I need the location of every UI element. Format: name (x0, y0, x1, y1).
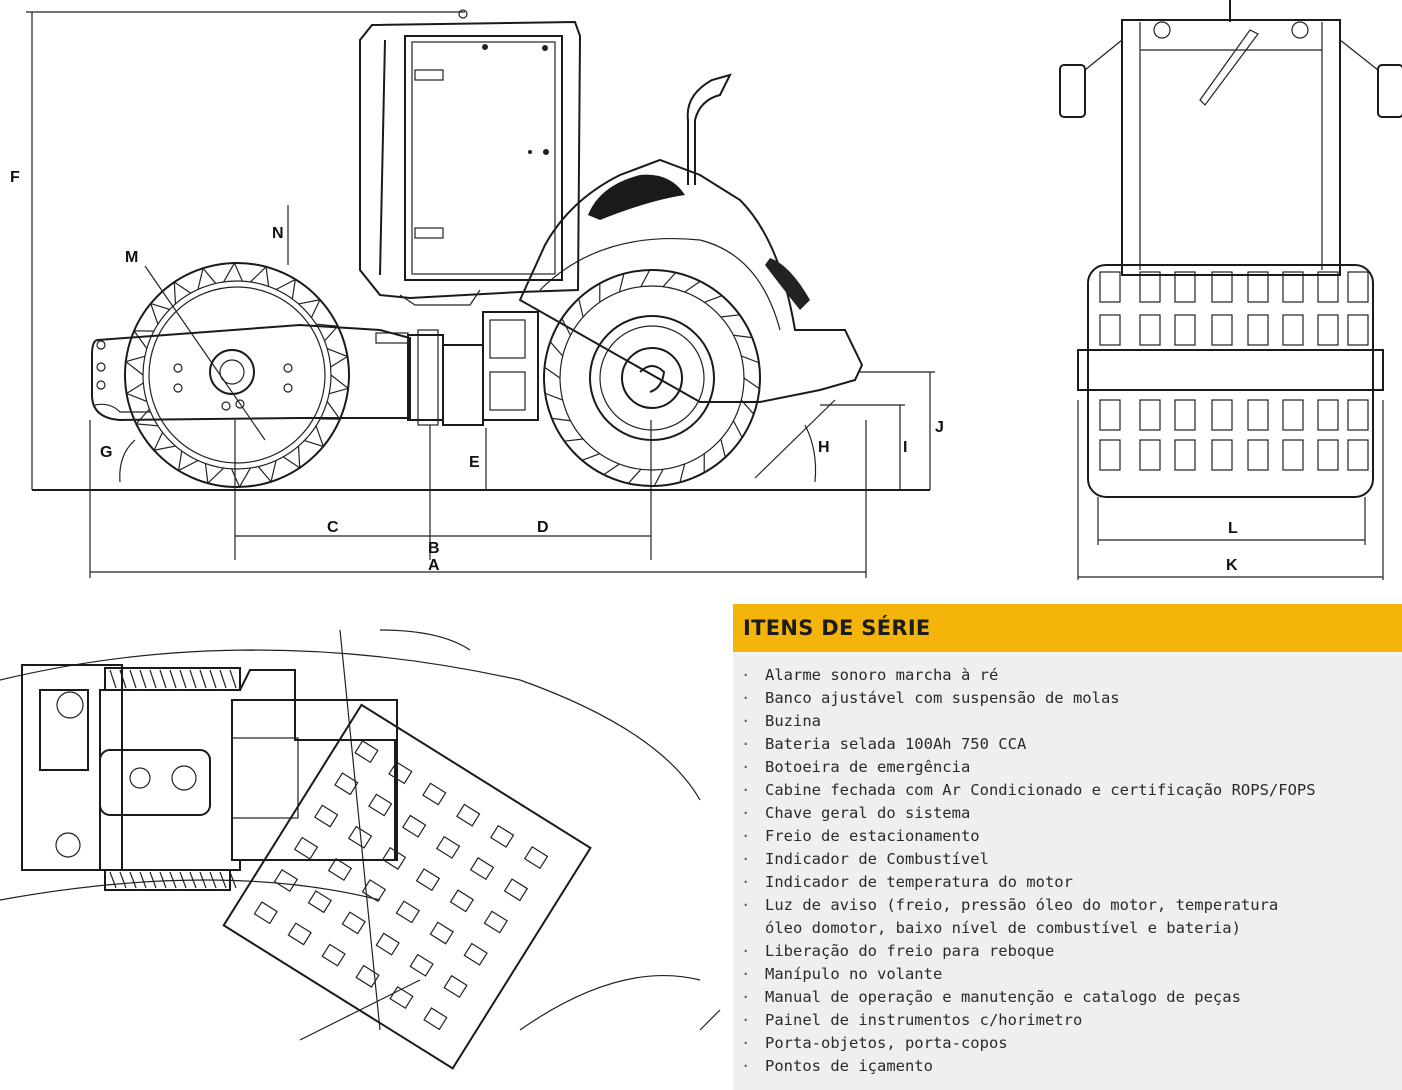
bullet-icon: · (741, 1011, 751, 1029)
list-item-text: Botoeira de emergência (765, 758, 971, 776)
list-item-text: Indicador de temperatura do motor (765, 873, 1073, 891)
bullet-icon: · (741, 873, 751, 891)
list-item-text: Manual de operação e manutenção e catalo… (765, 988, 1241, 1006)
list-item-text: Bateria selada 100Ah 750 CCA (765, 735, 1027, 753)
list-item-text: Painel de instrumentos c/horimetro (765, 1011, 1083, 1029)
list-item-text: Freio de estacionamento (765, 827, 980, 845)
drum-icon (124, 261, 350, 489)
list-item: · Banco ajustável com suspensão de molas (741, 687, 1402, 710)
list-item: · Pontos de içamento (741, 1055, 1402, 1078)
list-item: · Freio de estacionamento (741, 825, 1402, 848)
list-item-text: Porta-objetos, porta-copos (765, 1034, 1008, 1052)
list-item: · Manual de operação e manutenção e catal… (741, 986, 1402, 1009)
list-item: · Bateria selada 100Ah 750 CCA (741, 733, 1402, 756)
list-item-text: Manípulo no volante (765, 965, 943, 983)
bullet-icon: · (741, 735, 751, 753)
list-item: · Porta-objetos, porta-copos (741, 1032, 1402, 1055)
bullet-icon: · (741, 942, 751, 960)
bullet-icon: · (741, 666, 751, 684)
panel-header: ITENS DE SÉRIE (733, 604, 1402, 652)
top-view-turning-drawing (0, 629, 721, 1070)
dimension-label-j: J (935, 419, 944, 436)
dimension-label-c: C (327, 519, 339, 536)
bullet-icon: · (741, 965, 751, 983)
bullet-icon: · (741, 804, 751, 822)
standard-items-panel: ITENS DE SÉRIE · Alarme sonoro marcha à r… (733, 604, 1402, 1090)
list-item-text: Cabine fechada com Ar Condicionado e cer… (765, 781, 1316, 799)
list-item-text: Pontos de içamento (765, 1057, 933, 1075)
bullet-icon: · (741, 712, 751, 730)
list-item: · Luz de aviso (freio, pressão óleo do mo… (741, 894, 1402, 940)
bullet-icon: · (741, 827, 751, 845)
dimension-label-n: N (272, 225, 284, 242)
front-view-drawing: L K (1059, 0, 1402, 580)
list-item-text: Buzina (765, 712, 821, 730)
list-item: · Cabine fechada com Ar Condicionado e ce… (741, 779, 1402, 802)
list-item: · Botoeira de emergência (741, 756, 1402, 779)
bullet-icon: · (741, 781, 751, 799)
bullet-icon: · (741, 850, 751, 868)
dimension-label-l: L (1228, 520, 1238, 537)
dimension-label-g: G (100, 444, 112, 461)
bullet-icon: · (741, 896, 751, 914)
dimension-label-a: A (428, 557, 440, 574)
list-item-text: Alarme sonoro marcha à ré (765, 666, 999, 684)
bullet-icon: · (741, 988, 751, 1006)
side-view-drawing: F M N G E H I J C D B A (10, 9, 944, 578)
dimension-label-e: E (469, 454, 480, 471)
dimension-label-h: H (818, 439, 830, 456)
standard-items-list: · Alarme sonoro marcha à ré · Banco ajustáv… (733, 652, 1402, 1078)
list-item-text: Liberação do freio para reboque (765, 942, 1055, 960)
dimension-label-d: D (537, 519, 549, 536)
bullet-icon: · (741, 758, 751, 776)
list-item: · Indicador de temperatura do motor (741, 871, 1402, 894)
list-item: · Indicador de Combustível (741, 848, 1402, 871)
dimension-label-b: B (428, 540, 440, 557)
bullet-icon: · (741, 1034, 751, 1052)
bullet-icon: · (741, 1057, 751, 1075)
list-item-text: Luz de aviso (freio, pressão óleo do mot… (765, 896, 1279, 937)
list-item-text: Indicador de Combustível (765, 850, 989, 868)
list-item: · Painel de instrumentos c/horimetro (741, 1009, 1402, 1032)
list-item: · Manípulo no volante (741, 963, 1402, 986)
bullet-icon: · (741, 689, 751, 707)
dimension-label-f: F (10, 169, 20, 186)
list-item: · Chave geral do sistema (741, 802, 1402, 825)
panel-title: ITENS DE SÉRIE (743, 616, 931, 640)
list-item: · Alarme sonoro marcha à ré (741, 664, 1402, 687)
list-item-text: Chave geral do sistema (765, 804, 971, 822)
list-item: · Buzina (741, 710, 1402, 733)
dimension-label-i: I (903, 439, 907, 456)
list-item-text: Banco ajustável com suspensão de molas (765, 689, 1120, 707)
rear-wheel-icon (543, 269, 761, 487)
dimension-label-m: M (125, 249, 138, 266)
dimension-label-k: K (1226, 557, 1238, 574)
list-item: · Liberação do freio para reboque (741, 940, 1402, 963)
